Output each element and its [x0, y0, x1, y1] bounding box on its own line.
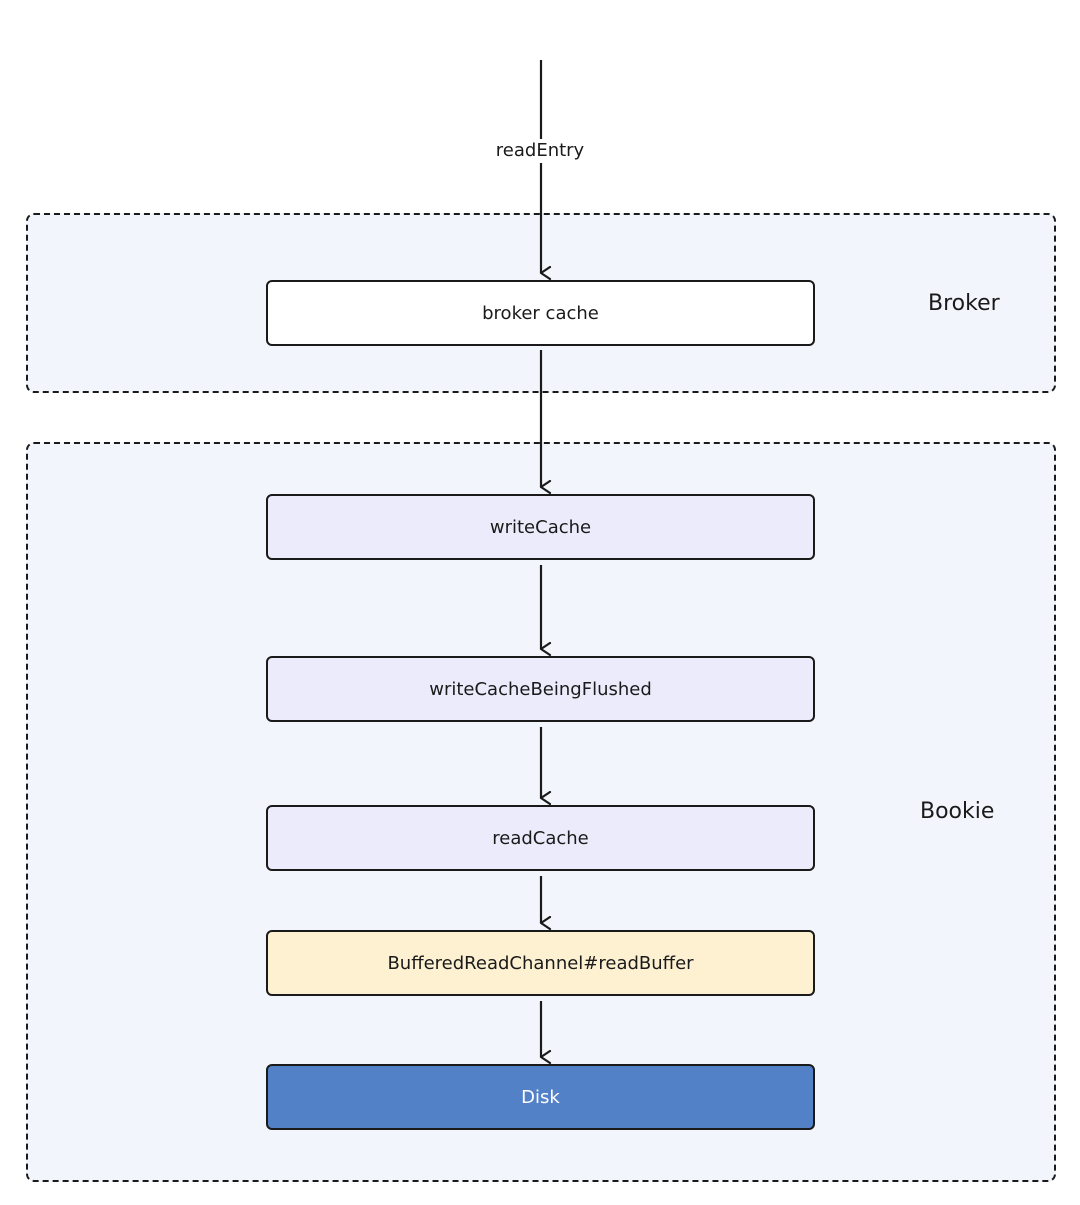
node-disk: Disk: [266, 1064, 815, 1130]
node-buffered-read-channel: BufferedReadChannel#readBuffer: [266, 930, 815, 996]
node-buffered-read-channel-label: BufferedReadChannel#readBuffer: [387, 952, 694, 974]
broker-group-label: Broker: [928, 291, 1000, 316]
bookie-group-label: Bookie: [920, 799, 995, 824]
node-write-cache-being-flushed: writeCacheBeingFlushed: [266, 656, 815, 722]
node-read-cache: readCache: [266, 805, 815, 871]
node-write-cache-label: writeCache: [489, 516, 592, 538]
node-broker-cache-label: broker cache: [482, 302, 599, 324]
edge-label-read-entry: readEntry: [470, 139, 610, 163]
node-write-cache: writeCache: [266, 494, 815, 560]
node-read-cache-label: readCache: [492, 827, 589, 849]
node-broker-cache: broker cache: [266, 280, 815, 346]
node-write-cache-being-flushed-label: writeCacheBeingFlushed: [429, 678, 652, 700]
node-disk-label: Disk: [521, 1086, 560, 1108]
